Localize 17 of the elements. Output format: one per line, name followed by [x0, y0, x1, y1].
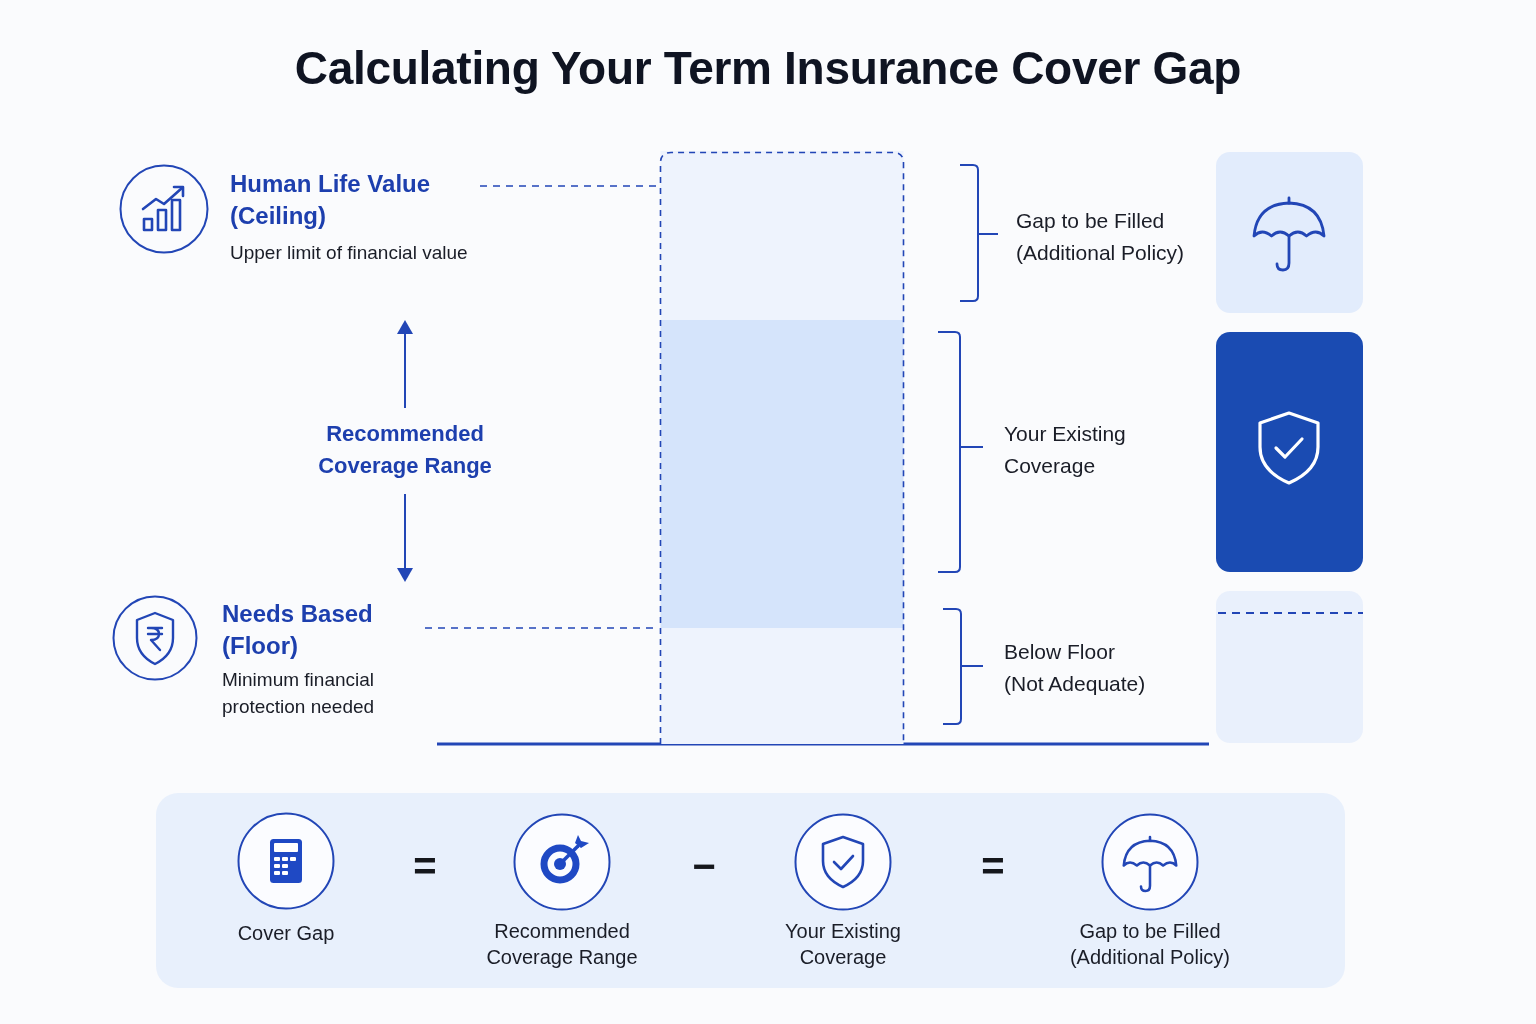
heading: Needs Based (Floor) — [222, 599, 374, 661]
equals-sign: = — [413, 846, 437, 886]
range-label: Recommended Coverage Range — [317, 420, 493, 480]
node-label: Recommended Coverage Range — [485, 919, 639, 970]
formula-panel — [156, 793, 1345, 988]
node-label: Gap to be Filled (Additional Policy) — [1069, 919, 1231, 970]
minus-sign: − — [692, 846, 716, 886]
bracket-label: Gap to be Filled (Additional Policy) — [1016, 208, 1186, 266]
bracket-label: Below Floor (Not Adequate) — [1004, 639, 1147, 697]
heading: Human Life Value (Ceiling) — [230, 169, 432, 231]
node-label: Cover Gap — [237, 921, 335, 946]
description: Upper limit of financial value — [230, 241, 469, 265]
bracket-label: Your Existing Coverage — [1004, 421, 1127, 479]
title: Calculating Your Term Insurance Cover Gap — [294, 41, 1242, 96]
node-label: Your Existing Coverage — [784, 919, 902, 970]
equals-sign: = — [981, 846, 1005, 886]
description: Minimum financial protection needed — [222, 668, 376, 719]
